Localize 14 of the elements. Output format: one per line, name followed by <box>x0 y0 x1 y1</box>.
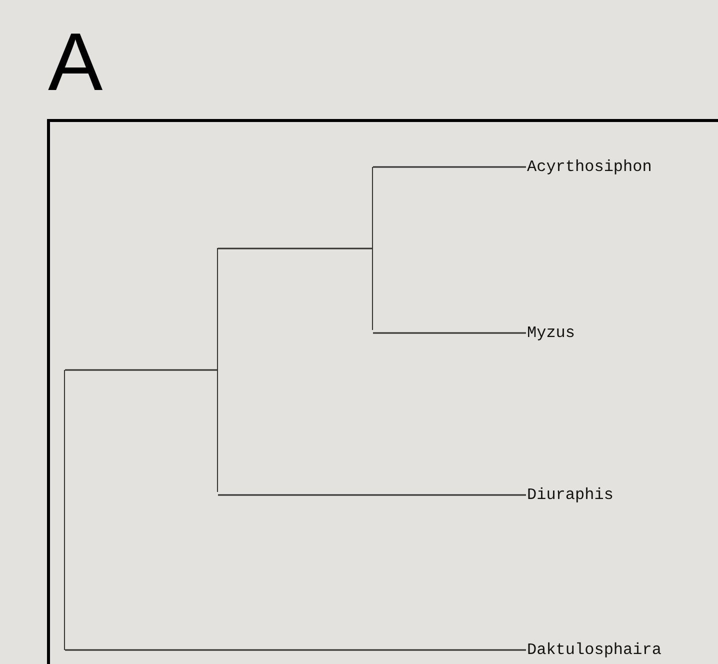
branch-line <box>65 369 218 371</box>
branch-line <box>65 649 526 651</box>
branch-node-line <box>372 167 374 330</box>
branch-line <box>373 332 526 334</box>
taxon-label: Daktulosphaira <box>527 641 662 659</box>
panel-letter: A <box>48 22 103 104</box>
branch-line <box>218 248 373 250</box>
taxon-label: Diuraphis <box>527 486 614 504</box>
taxon-label: Acyrthosiphon <box>527 158 652 176</box>
branch-line <box>373 166 526 168</box>
branch-node-line <box>64 370 66 650</box>
taxon-label: Myzus <box>527 324 576 342</box>
branch-line <box>218 494 526 496</box>
branch-node-line <box>217 248 218 492</box>
